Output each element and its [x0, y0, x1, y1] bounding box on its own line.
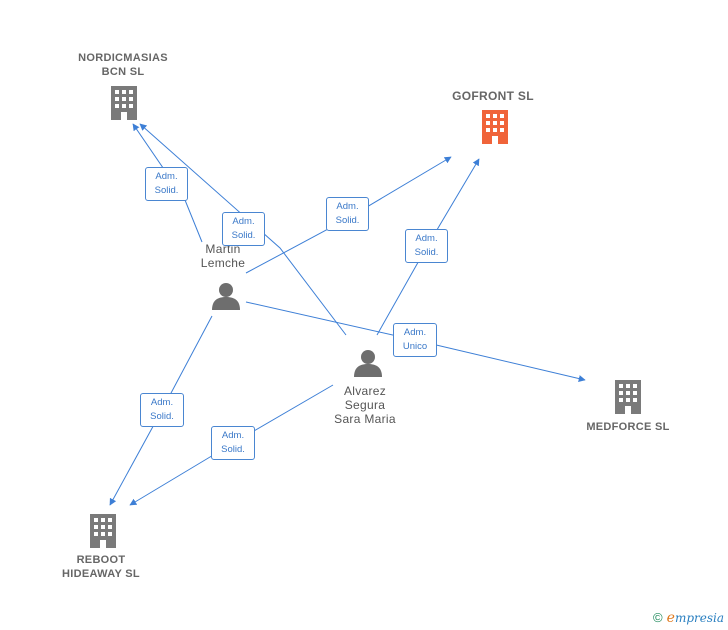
company-name-line: BCN SL: [101, 66, 145, 78]
person-name-line: Sara Maria: [334, 412, 396, 426]
company-name-line: MEDFORCE SL: [586, 421, 670, 433]
edge-label-alvarez-reboot[interactable]: Adm. Solid.: [211, 426, 255, 460]
company-label-medforce[interactable]: MEDFORCE SL: [568, 420, 688, 434]
brand-logo-text: mpresia: [674, 611, 724, 625]
person-label-martin[interactable]: Martin Lemche: [168, 242, 278, 270]
role-line: Solid.: [221, 444, 245, 455]
role-line: Adm.: [150, 397, 174, 408]
edge-label-alvarez-nordicmasias[interactable]: Adm. Solid.: [222, 212, 265, 246]
company-label-gofront[interactable]: GOFRONT SL: [433, 89, 553, 103]
person-label-alvarez[interactable]: Alvarez Segura Sara Maria: [310, 384, 420, 426]
role-line: Unico: [402, 341, 428, 352]
building-icon-reboot: [90, 514, 116, 548]
person-name-line: Lemche: [200, 256, 246, 270]
copyright-icon: ©: [653, 610, 663, 625]
building-icon-gofront: [482, 110, 508, 144]
person-icon-martin: [212, 283, 240, 310]
edge-label-martin-medforce[interactable]: Adm. Unico: [393, 323, 437, 357]
role-line: Adm.: [415, 233, 438, 244]
company-label-reboot[interactable]: REBOOT HIDEAWAY SL: [41, 553, 161, 581]
company-name-line: REBOOT: [76, 554, 126, 566]
role-line: Solid.: [335, 215, 360, 226]
role-line: Adm.: [155, 171, 178, 182]
building-icon-nordicmasias: [111, 86, 137, 120]
role-line: Adm.: [336, 201, 359, 212]
edge-alvarez-nordicmasias: [139, 123, 347, 336]
person-icon-alvarez: [354, 350, 382, 377]
building-icon-medforce: [615, 380, 641, 414]
role-line: Adm.: [232, 216, 255, 227]
role-line: Adm.: [403, 327, 427, 338]
brand-footer[interactable]: ©empresia: [653, 610, 724, 626]
company-name-line: NORDICMASIAS: [78, 52, 168, 64]
edge-label-alvarez-gofront[interactable]: Adm. Solid.: [405, 229, 448, 263]
person-name-line: Segura: [344, 398, 386, 412]
edge-label-martin-reboot[interactable]: Adm. Solid.: [140, 393, 184, 427]
company-name-line: HIDEAWAY SL: [62, 568, 140, 580]
company-label-nordicmasias[interactable]: NORDICMASIAS BCN SL: [63, 51, 183, 79]
role-line: Solid.: [231, 230, 256, 241]
role-line: Solid.: [154, 185, 179, 196]
role-line: Adm.: [221, 430, 245, 441]
role-line: Solid.: [150, 411, 174, 422]
brand-logo-initial: e: [666, 610, 675, 626]
company-name-line: GOFRONT SL: [452, 89, 534, 103]
person-name-line: Alvarez: [343, 384, 387, 398]
edge-label-martin-nordicmasias[interactable]: Adm. Solid.: [145, 167, 188, 201]
edge-label-martin-gofront[interactable]: Adm. Solid.: [326, 197, 369, 231]
role-line: Solid.: [414, 247, 439, 258]
